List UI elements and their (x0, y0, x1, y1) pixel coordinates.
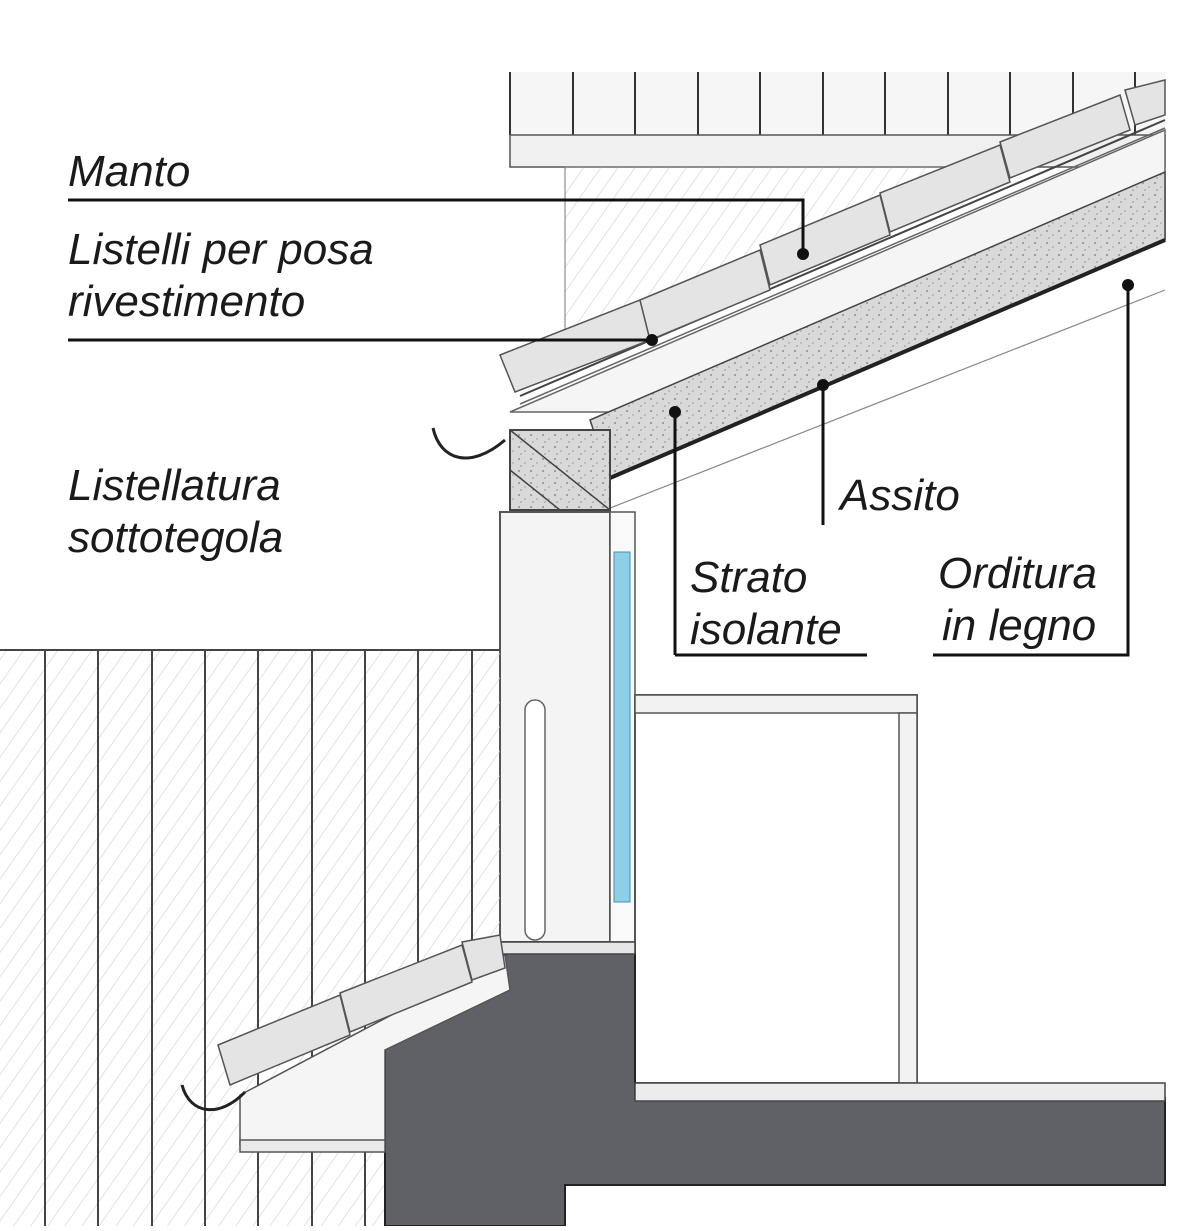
leader-lines (68, 198, 1130, 657)
interior-room (634, 694, 918, 1084)
leader-manto (68, 198, 805, 252)
lower-gutter (180, 1084, 247, 1111)
assito-board (609, 238, 1166, 480)
leader-orditura (933, 285, 1130, 657)
label-listelli-line1: Listelli per posa (68, 225, 374, 274)
label-listelli-line2: rivestimento (68, 277, 306, 326)
wall-column (499, 511, 636, 943)
label-listellatura-line2: sottotegola (68, 513, 284, 562)
roof-tiles (499, 79, 1166, 393)
concrete-slab (384, 941, 1166, 1227)
leader-dots (646, 248, 1134, 418)
label-manto: Manto (68, 147, 191, 196)
eave-beam (509, 429, 611, 511)
lower-roof (180, 934, 511, 1153)
label-assito: Assito (840, 471, 960, 520)
label-strato-line1: Strato (690, 553, 808, 602)
upper-gutter (431, 427, 506, 460)
window-glass (613, 551, 631, 903)
label-strato-line2: isolante (690, 605, 842, 654)
label-listellatura-line1: Listellatura (68, 461, 281, 510)
label-orditura-line2: in legno (942, 601, 1097, 650)
label-orditura-line1: Orditura (938, 549, 1097, 598)
